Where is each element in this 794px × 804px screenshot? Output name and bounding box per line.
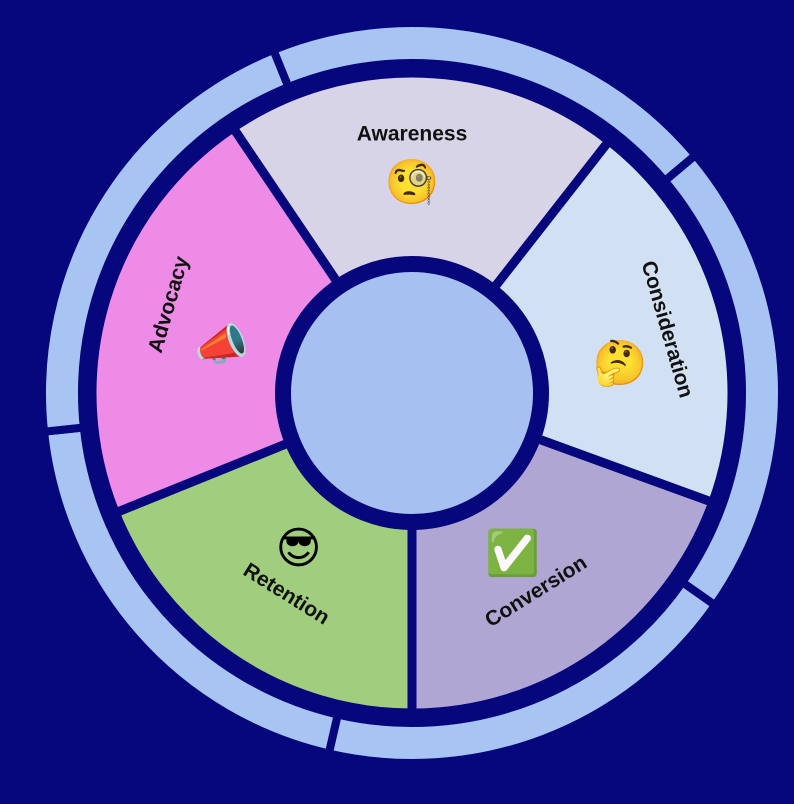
outer-ring-piece-5 xyxy=(38,44,294,437)
check-mark-icon: ✅ xyxy=(485,528,540,579)
outer-ring xyxy=(38,19,786,767)
megaphone-icon: 📣 xyxy=(194,320,249,371)
sunglasses-face-icon: 😎 xyxy=(276,523,322,574)
face-with-monocle-icon: 🧐 xyxy=(385,157,440,208)
thinking-face-icon: 🤔 xyxy=(593,338,648,389)
segment-label-awareness: Awareness xyxy=(357,123,468,146)
center-hub xyxy=(275,256,549,530)
segment-labels: Awareness🧐Consideration🤔Conversion✅Reten… xyxy=(144,123,698,632)
